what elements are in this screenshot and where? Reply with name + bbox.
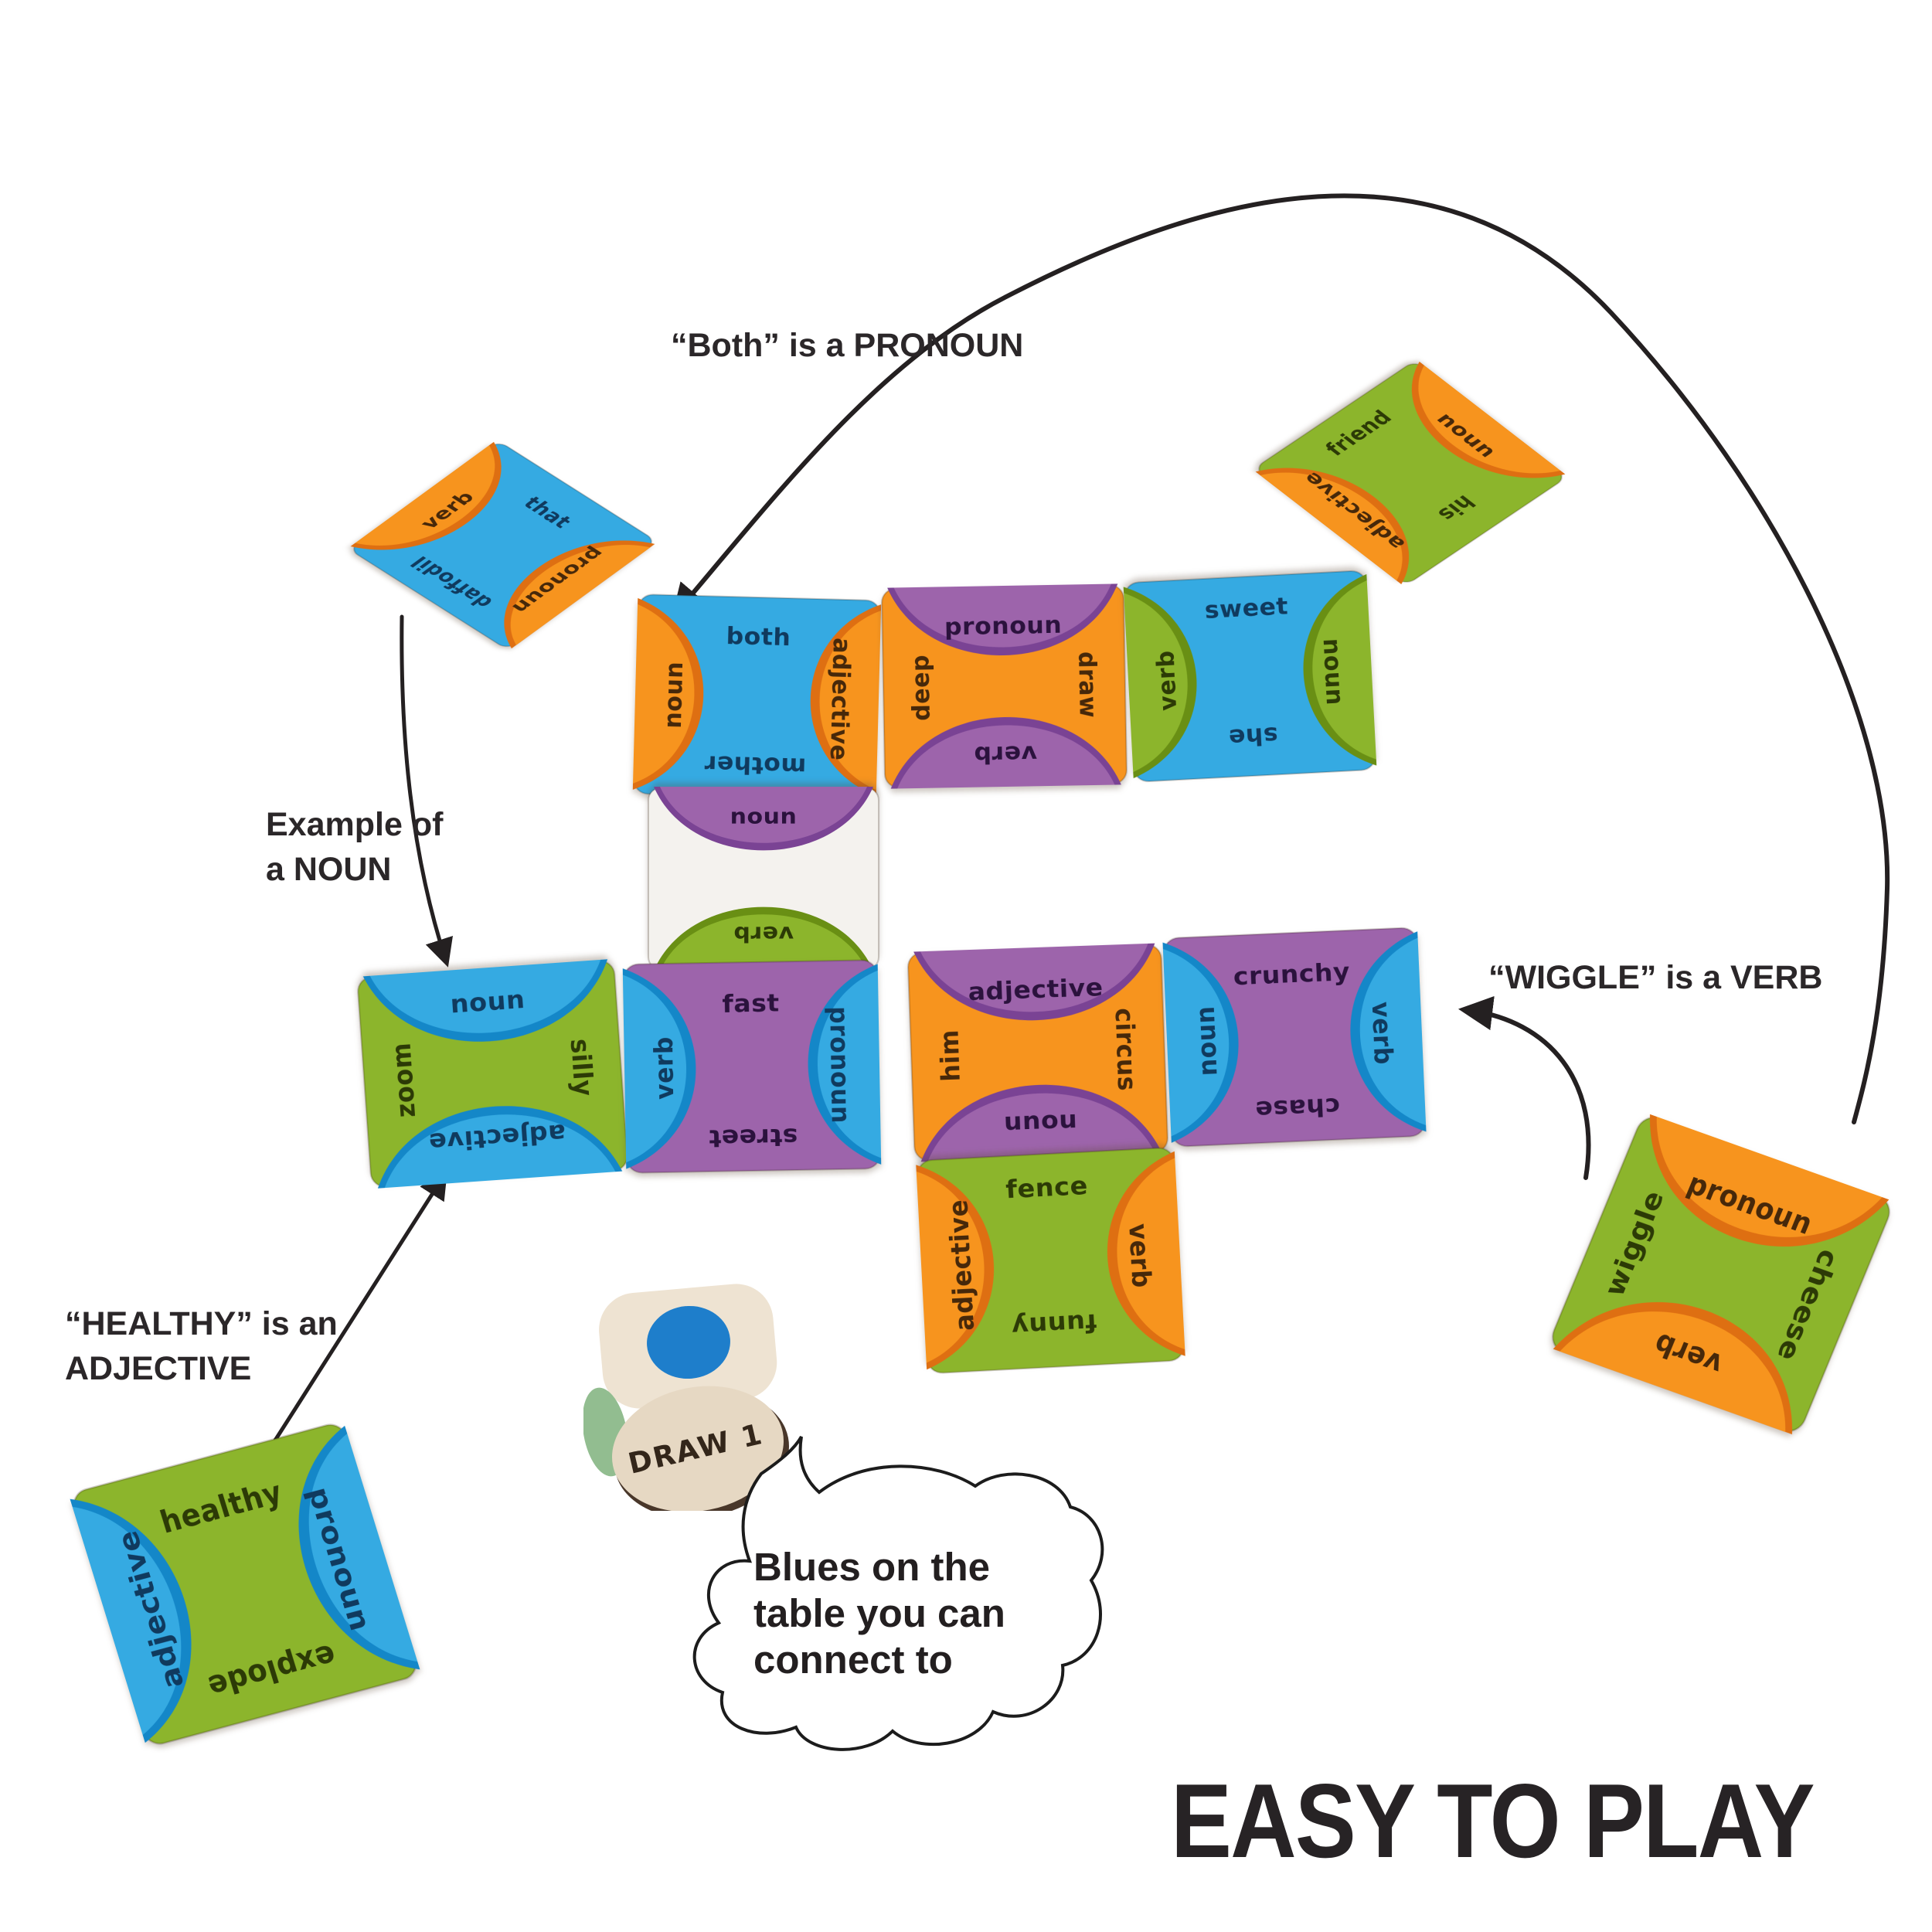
tile-word: funny <box>1011 1308 1098 1342</box>
tile-him-circus[interactable]: adjective noun him circus <box>906 943 1168 1162</box>
tile-word: sweet <box>1204 593 1289 624</box>
tile-pronoun-deep[interactable]: pronoun verb deep draw <box>881 583 1128 789</box>
tile-word: noun <box>449 985 526 1019</box>
speech-bubble: Blues on the table you can connect to <box>692 1435 1104 1751</box>
tile-word: verb <box>648 1036 679 1100</box>
tile-face: both mother noun adjective <box>632 594 882 801</box>
tile-word: both <box>726 623 791 651</box>
tile-word: verb <box>1151 650 1182 712</box>
tile-word: verb <box>733 922 794 947</box>
tile-word: zoom <box>386 1042 422 1119</box>
tile-fast-street[interactable]: fast street verb pronoun <box>622 959 882 1174</box>
tile-word: adjective <box>968 973 1104 1006</box>
tile-crunchy-chase[interactable]: crunchy chase noun verb <box>1162 927 1427 1148</box>
page-title: EASY TO PLAY <box>1171 1762 1815 1879</box>
tile-word: crunchy <box>1233 957 1351 991</box>
tile-word: mother <box>703 750 806 780</box>
tile-word: noun <box>1190 1005 1223 1077</box>
tile-face: verb noun <box>648 787 879 971</box>
tile-word: she <box>1228 721 1279 750</box>
annotation-line: Example of <box>266 806 444 843</box>
tile-word: deep <box>906 655 935 721</box>
annotation-both-pronoun: “Both” is a PRONOUN <box>671 327 1024 364</box>
tile-word: noun <box>1003 1108 1078 1139</box>
bubble-line: table you can <box>753 1591 1005 1635</box>
tile-face: pronoun verb deep draw <box>881 583 1128 789</box>
arrow-example-noun <box>400 614 453 968</box>
game-die[interactable]: DRAW 1 <box>583 1279 800 1511</box>
tile-both-mother[interactable]: both mother noun adjective <box>632 594 882 801</box>
bubble-line: Blues on the <box>753 1545 990 1589</box>
tile-funny-fence[interactable]: funny fence verb adjective <box>916 1146 1185 1374</box>
tile-word: fence <box>1005 1172 1088 1205</box>
annotation-healthy-adjective: “HEALTHY” is an ADJECTIVE <box>65 1301 338 1391</box>
tile-word: adjective <box>944 1199 981 1332</box>
tile-blank-noun-verb[interactable]: verb noun <box>648 787 879 971</box>
tile-face: she sweet noun verb <box>1123 570 1377 783</box>
annotation-line: ADJECTIVE <box>65 1350 252 1387</box>
arrow-wiggle-verb <box>1458 996 1591 1180</box>
tile-word: circus <box>1109 1008 1142 1092</box>
tile-word: fast <box>722 988 780 1018</box>
tile-word: noun <box>658 661 689 729</box>
tile-word: pronoun <box>944 611 1063 641</box>
tile-word: silly <box>564 1038 598 1097</box>
tile-word: chase <box>1254 1092 1341 1124</box>
annotation-line: “HEALTHY” is an <box>65 1305 338 1342</box>
tile-word: him <box>934 1029 966 1083</box>
tile-word: pronoun <box>824 1006 856 1124</box>
tile-word: adjective <box>825 638 856 761</box>
tile-word: verb <box>1366 1001 1398 1065</box>
tile-word: verb <box>974 740 1038 768</box>
annotation-wiggle-verb: “WIGGLE” is a VERB <box>1488 959 1823 996</box>
die-front-face <box>612 1386 784 1511</box>
annotation-example-noun: Example of a NOUN <box>266 802 443 892</box>
tile-word: noun <box>730 804 798 828</box>
annotation-line: a NOUN <box>266 851 392 888</box>
tile-face: funny fence verb adjective <box>916 1147 1185 1374</box>
tile-face: crunchy chase noun verb <box>1162 927 1427 1148</box>
speech-bubble-outline <box>692 1435 1104 1751</box>
tile-face: adjective noun him circus <box>907 943 1168 1162</box>
tile-sweet-she[interactable]: she sweet noun verb <box>1123 570 1377 783</box>
tile-face: fast street verb pronoun <box>622 959 882 1174</box>
bubble-line: connect to <box>753 1638 953 1682</box>
tile-word: street <box>709 1123 798 1153</box>
tile-word: draw <box>1073 651 1102 719</box>
tile-word: noun <box>1318 638 1349 706</box>
blue-dot-icon <box>647 1305 730 1379</box>
tile-word: verb <box>1123 1223 1156 1288</box>
